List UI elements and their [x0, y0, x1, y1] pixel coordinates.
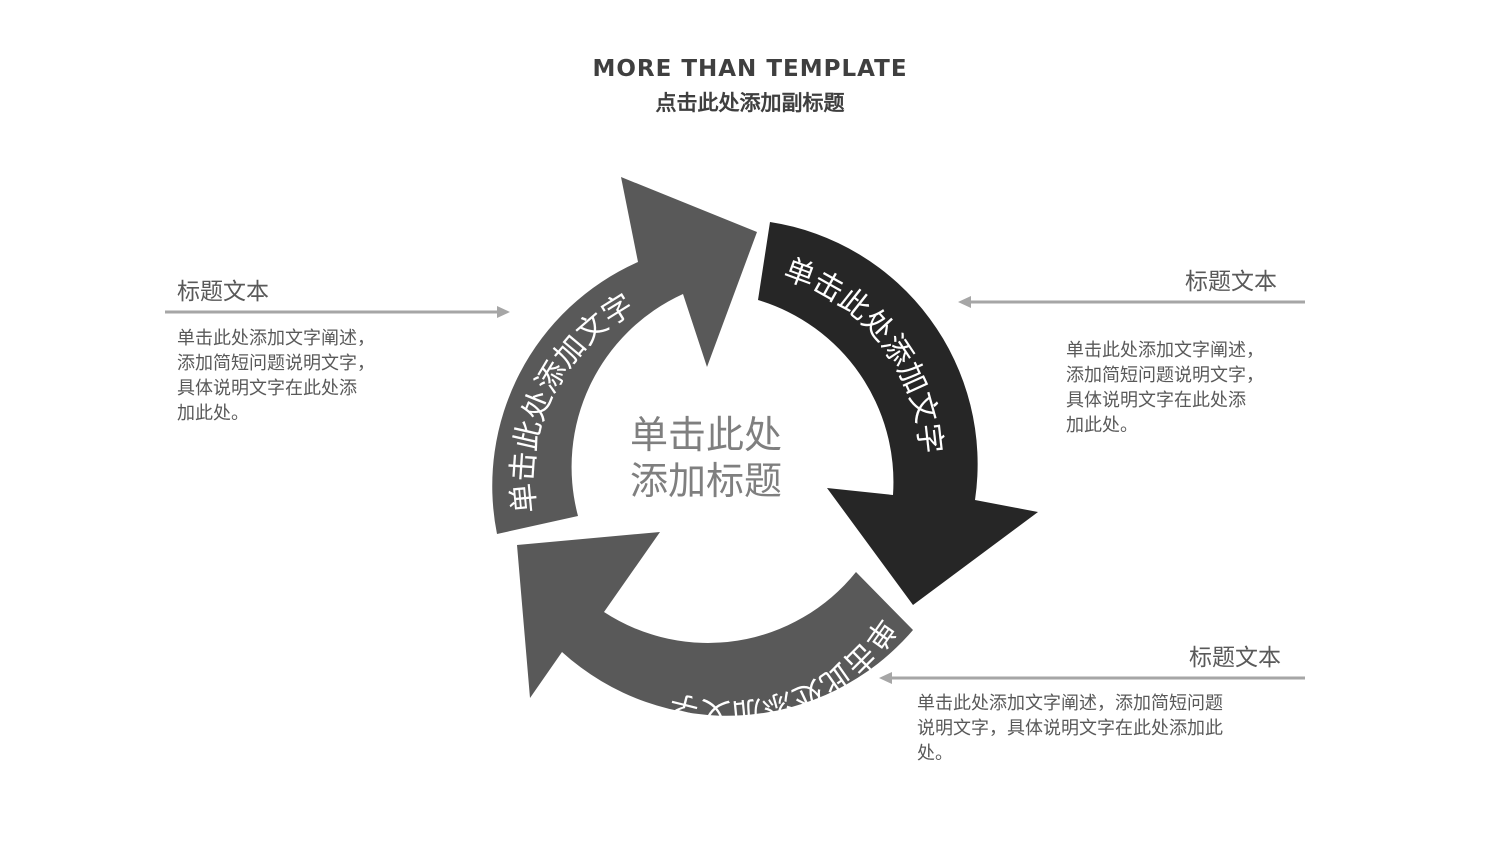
- center-title-line-2: 添加标题: [630, 459, 783, 503]
- cycle-arrow-right: [758, 222, 1038, 605]
- callout-left-desc: 单击此处添加文字阐述， 添加简短问题说明文字， 具体说明文字在此处添 加此处。: [177, 326, 417, 426]
- callout-right-top-line: 添加简短问题说明文字，: [1066, 365, 1264, 386]
- callout-right-bottom-line: 说明文字，具体说明文字在此处添加此: [917, 718, 1223, 739]
- callout-right-top-line: 加此处。: [1066, 415, 1138, 436]
- callout-right-top-title: 标题文本: [1185, 269, 1277, 295]
- page-subtitle: 点击此处添加副标题: [655, 91, 845, 115]
- callout-left-title: 标题文本: [177, 279, 269, 305]
- center-title-line-1: 单击此处: [630, 413, 783, 457]
- callout-left-line: 具体说明文字在此处添: [177, 378, 357, 399]
- callout-right-bottom-line: 处。: [917, 743, 953, 764]
- cycle-arrow-bottom: [517, 532, 913, 716]
- callout-left-line: 加此处。: [177, 403, 249, 424]
- callout-right-bottom-desc: 单击此处添加文字阐述，添加简短问题 说明文字，具体说明文字在此处添加此 处。: [917, 691, 1307, 766]
- cycle-arrow-upper-left: [492, 177, 757, 534]
- center-title: 单击此处 添加标题: [630, 412, 830, 504]
- callout-right-bottom-title: 标题文本: [1189, 645, 1281, 671]
- connector-line-left: [165, 306, 510, 318]
- connector-line-right-top: [958, 296, 1305, 308]
- page-title: MORE THAN TEMPLATE: [592, 56, 908, 82]
- callout-right-top-line: 具体说明文字在此处添: [1066, 390, 1246, 411]
- callout-right-top-line: 单击此处添加文字阐述，: [1066, 340, 1264, 361]
- callout-left-line: 添加简短问题说明文字，: [177, 353, 375, 374]
- callout-right-top-desc: 单击此处添加文字阐述， 添加简短问题说明文字， 具体说明文字在此处添 加此处。: [1066, 338, 1306, 438]
- callout-right-bottom-line: 单击此处添加文字阐述，添加简短问题: [917, 693, 1223, 714]
- connector-line-right-bottom: [879, 672, 1305, 684]
- callout-left-line: 单击此处添加文字阐述，: [177, 328, 375, 349]
